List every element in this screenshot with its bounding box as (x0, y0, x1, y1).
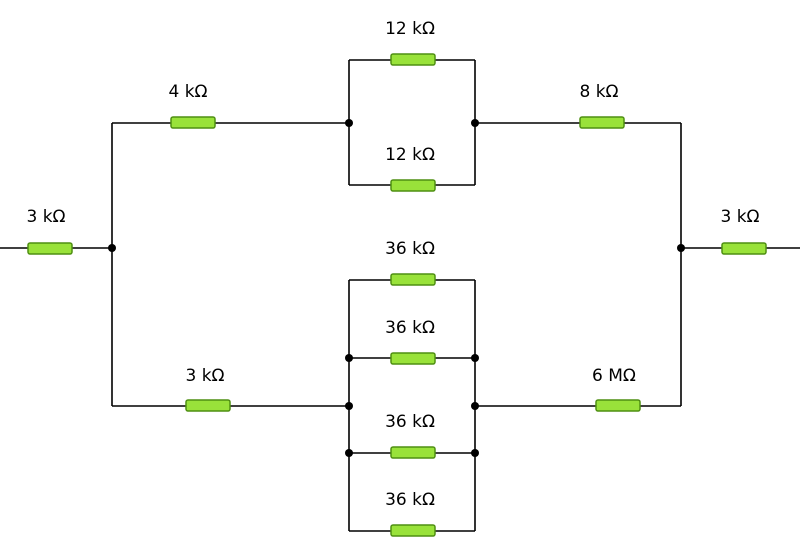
label-r-top-left: 4 kΩ (168, 82, 207, 102)
resistor-bot-par-2 (390, 352, 436, 365)
resistor-out (721, 242, 767, 255)
label-r-top-par-1: 12 kΩ (385, 19, 435, 39)
node-bot-left-2 (345, 402, 353, 410)
junction-nodes (108, 119, 685, 457)
node-bot-left-3 (345, 449, 353, 457)
node-top-left (345, 119, 353, 127)
label-r-top-right: 8 kΩ (579, 82, 618, 102)
resistor-bot-par-3 (390, 446, 436, 459)
resistor-bot-right (595, 399, 641, 412)
resistor-top-right (579, 116, 625, 129)
node-left (108, 244, 116, 252)
label-r-in: 3 kΩ (26, 207, 65, 227)
node-bot-right-2 (471, 402, 479, 410)
node-top-right (471, 119, 479, 127)
label-r-bot-left: 3 kΩ (185, 366, 224, 386)
label-r-bot-par-2: 36 kΩ (385, 318, 435, 338)
resistor-bot-left (185, 399, 231, 412)
label-r-bot-par-4: 36 kΩ (385, 490, 435, 510)
wires (0, 59, 800, 532)
label-r-bot-par-1: 36 kΩ (385, 239, 435, 259)
node-right (677, 244, 685, 252)
node-bot-right-3 (471, 449, 479, 457)
label-r-out: 3 kΩ (720, 207, 759, 227)
resistor-in (27, 242, 73, 255)
resistor-top-par-2 (390, 179, 436, 192)
resistor-top-left (170, 116, 216, 129)
label-r-top-par-2: 12 kΩ (385, 145, 435, 165)
resistor-top-par-1 (390, 53, 436, 66)
node-bot-left-1 (345, 354, 353, 362)
resistor-bot-par-1 (390, 273, 436, 286)
node-bot-right-1 (471, 354, 479, 362)
label-r-bot-par-3: 36 kΩ (385, 412, 435, 432)
label-r-bot-right: 6 MΩ (592, 366, 636, 386)
resistor-bot-par-4 (390, 524, 436, 537)
